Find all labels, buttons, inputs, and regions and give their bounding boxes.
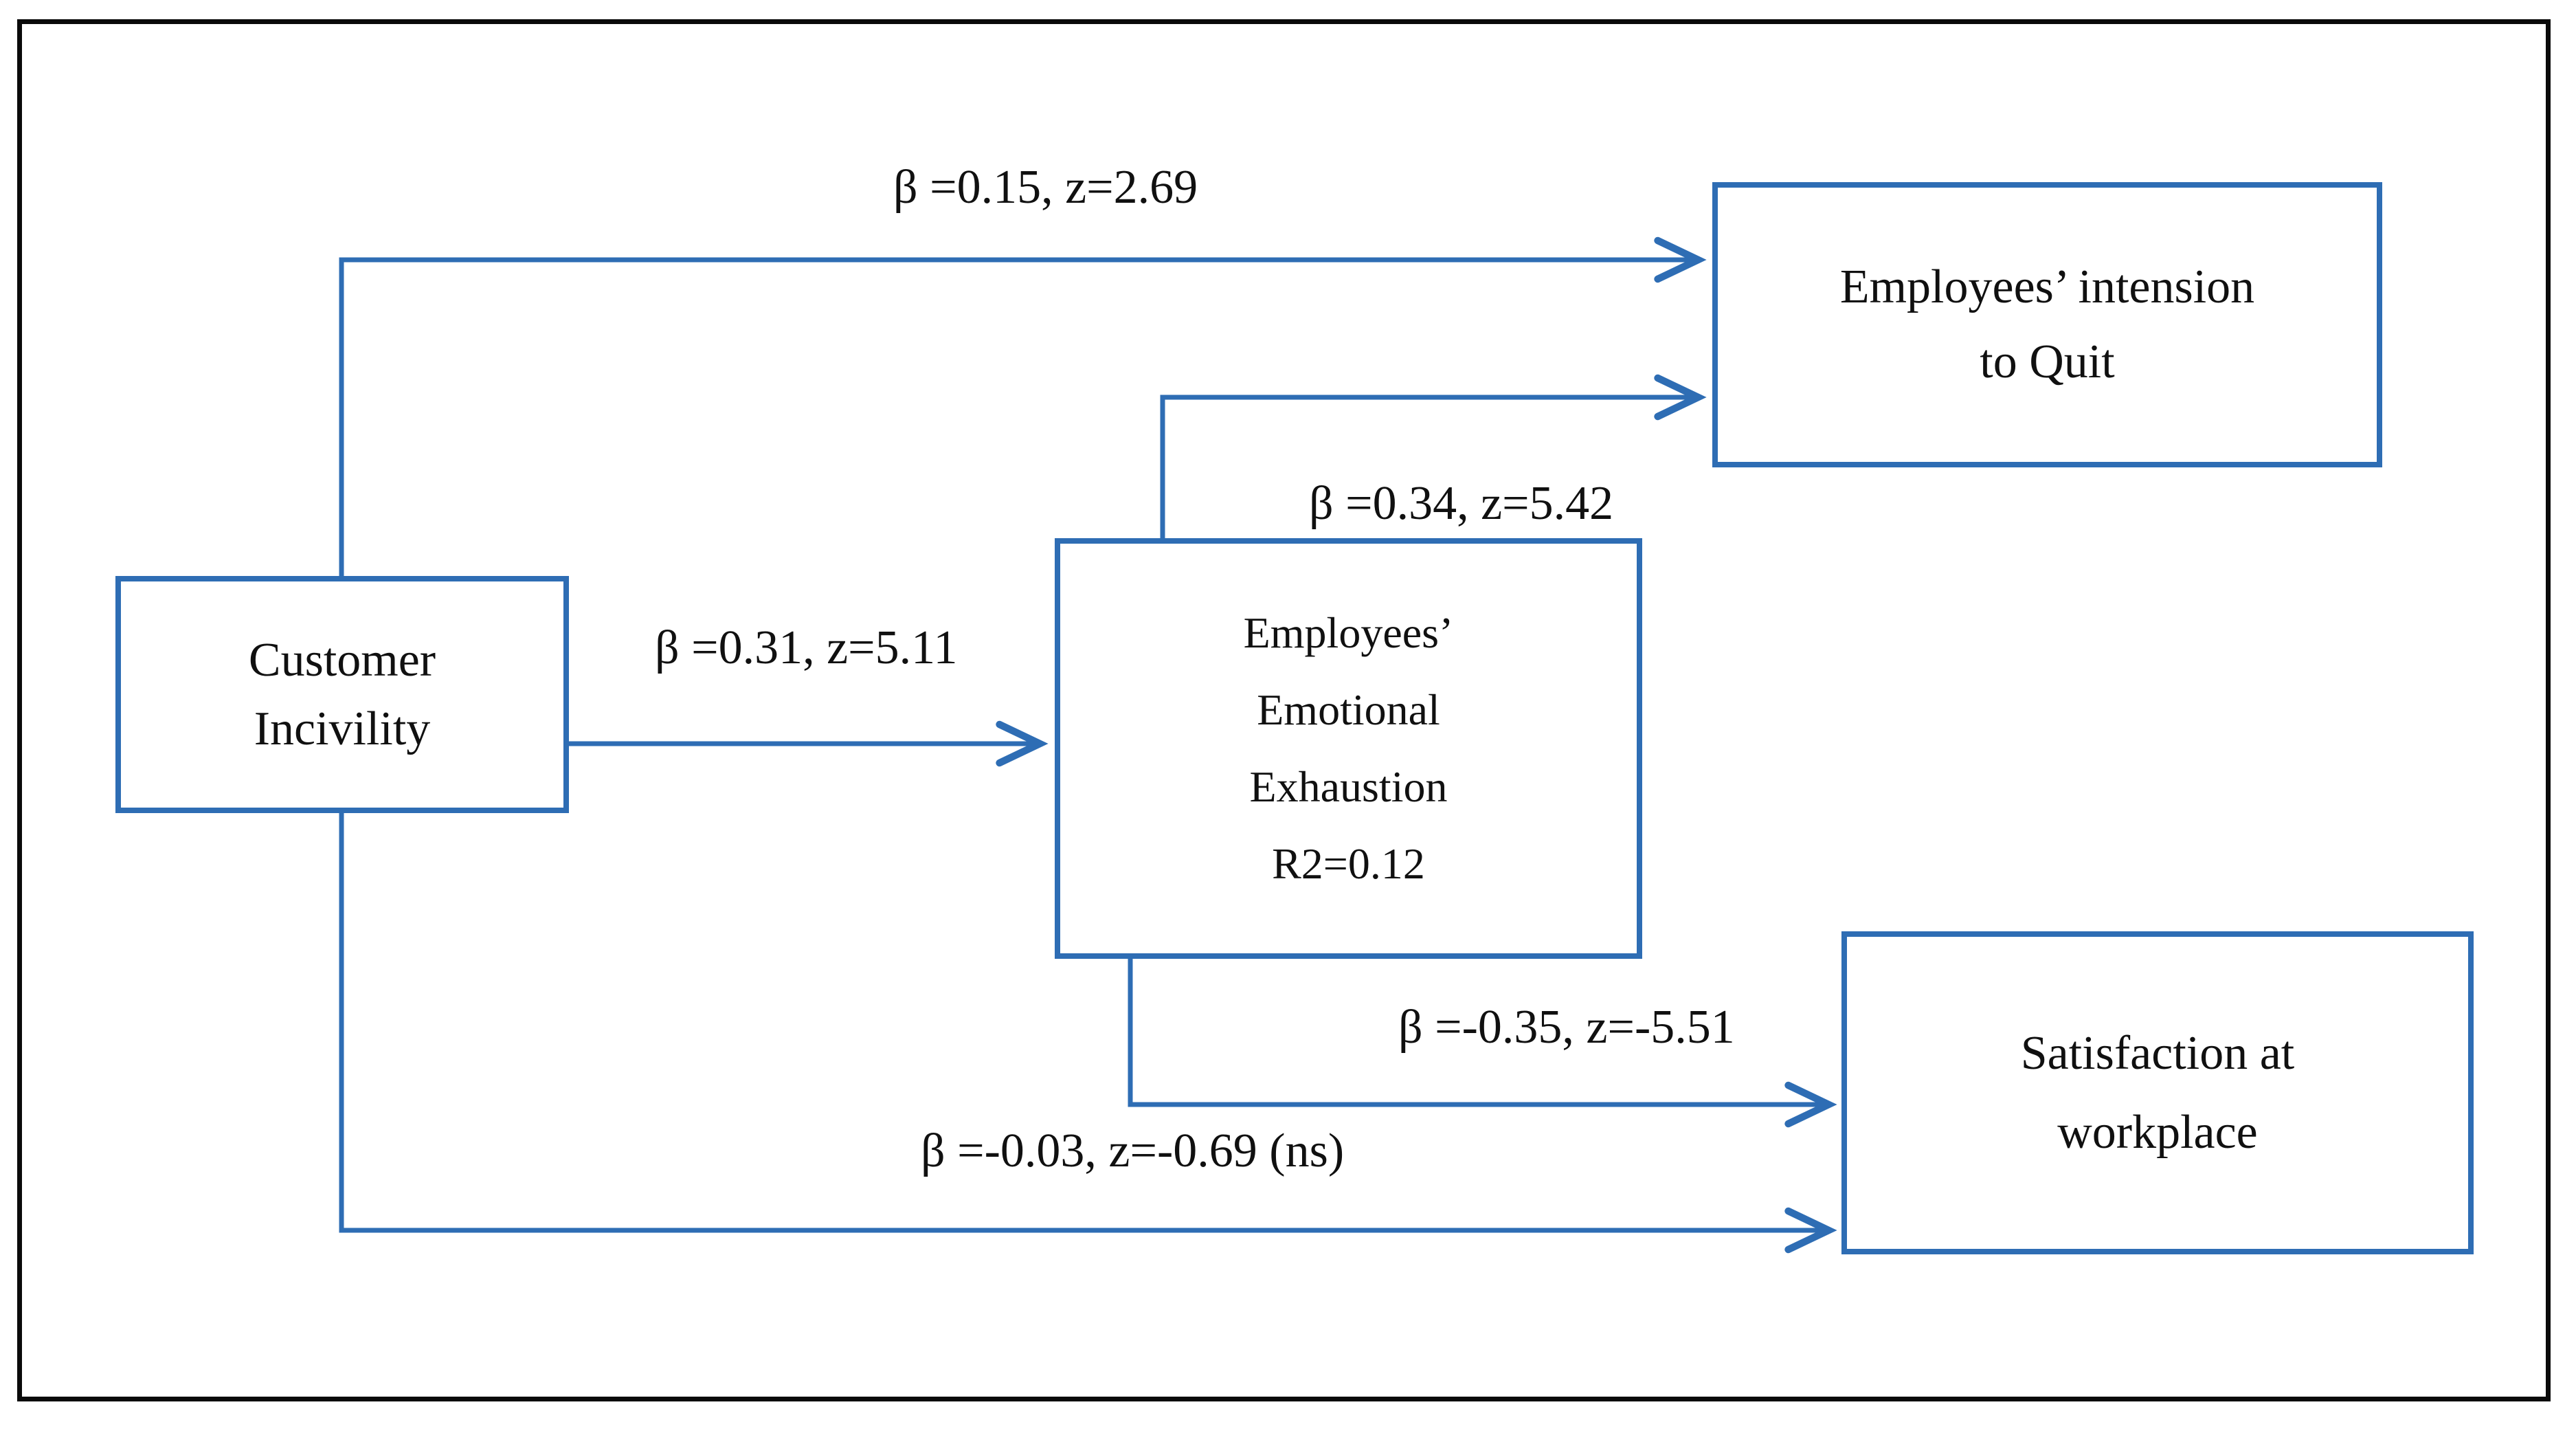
edge-label-ee-to-quit: β =0.34, z=5.42	[1309, 477, 1614, 530]
edge-label-ci-to-sat: β =-0.03, z=-0.69 (ns)	[921, 1124, 1345, 1177]
node-emotional-exhaustion-r-squared: R2=0.12	[1272, 839, 1425, 888]
edge-label-ci-to-quit: β =0.15, z=2.69	[893, 161, 1198, 214]
edge-label-ee-to-sat: β =-0.35, z=-5.51	[1398, 1001, 1735, 1054]
node-intension-to-quit-line-1: Employees’ intension	[1839, 260, 2255, 313]
node-emotional-exhaustion[interactable]: Employees’ Emotional Exhaustion R2=0.12	[1055, 538, 1642, 959]
node-satisfaction-at-workplace-line-1: Satisfaction at	[2020, 1026, 2295, 1080]
node-satisfaction-at-workplace-line-2: workplace	[2057, 1106, 2258, 1159]
node-emotional-exhaustion-line-2: Emotional	[1257, 685, 1440, 734]
node-intension-to-quit[interactable]: Employees’ intension to Quit	[1712, 182, 2382, 467]
node-customer-incivility-line-2: Incivility	[254, 702, 431, 755]
edge-label-ci-to-ee: β =0.31, z=5.11	[655, 621, 958, 674]
node-intension-to-quit-line-2: to Quit	[1980, 335, 2115, 388]
node-emotional-exhaustion-line-1: Employees’	[1243, 608, 1454, 657]
node-satisfaction-at-workplace[interactable]: Satisfaction at workplace	[1841, 931, 2474, 1254]
node-customer-incivility-line-1: Customer	[248, 634, 436, 687]
node-customer-incivility[interactable]: Customer Incivility	[115, 576, 569, 813]
node-emotional-exhaustion-line-3: Exhaustion	[1249, 762, 1448, 811]
